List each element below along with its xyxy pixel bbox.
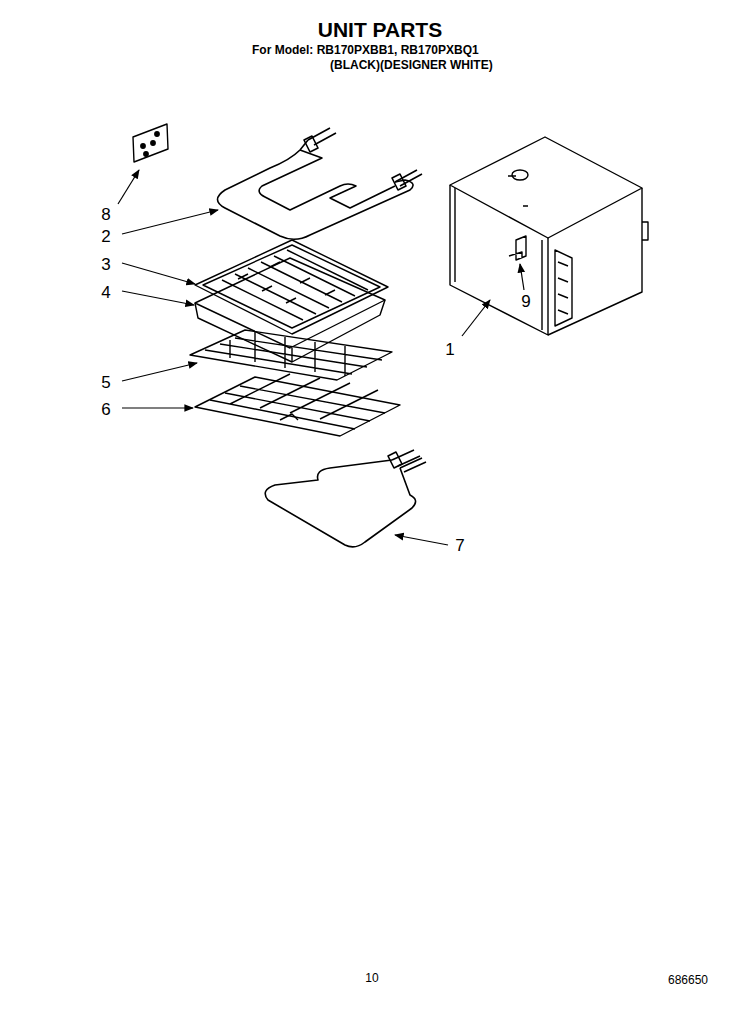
page-title: UNIT PARTS	[318, 18, 442, 42]
callout-number: 3	[101, 255, 110, 275]
page-number: 10	[365, 971, 378, 985]
callout-number: 6	[101, 400, 110, 420]
figure-number: 686650	[668, 973, 708, 987]
bake-element	[265, 450, 426, 547]
model-line: For Model: RB170PXBB1, RB170PXBQ1	[252, 43, 479, 57]
callout-number: 8	[101, 205, 110, 225]
oven-rack	[190, 330, 392, 380]
callout-number: 9	[521, 292, 530, 312]
color-note: (BLACK)(DESIGNER WHITE)	[330, 58, 493, 72]
mounting-bracket	[509, 236, 526, 260]
broiler-grid	[195, 240, 388, 334]
terminal-plate	[133, 124, 168, 162]
callout-number: 7	[455, 536, 464, 556]
leader-arrow	[118, 170, 524, 545]
callout-number: 4	[101, 283, 110, 303]
callout-number: 5	[101, 373, 110, 393]
oven-cavity	[450, 137, 648, 335]
callout-number: 2	[101, 227, 110, 247]
oven-rack	[195, 374, 400, 436]
callout-number: 1	[445, 340, 454, 360]
broil-element	[218, 128, 423, 239]
